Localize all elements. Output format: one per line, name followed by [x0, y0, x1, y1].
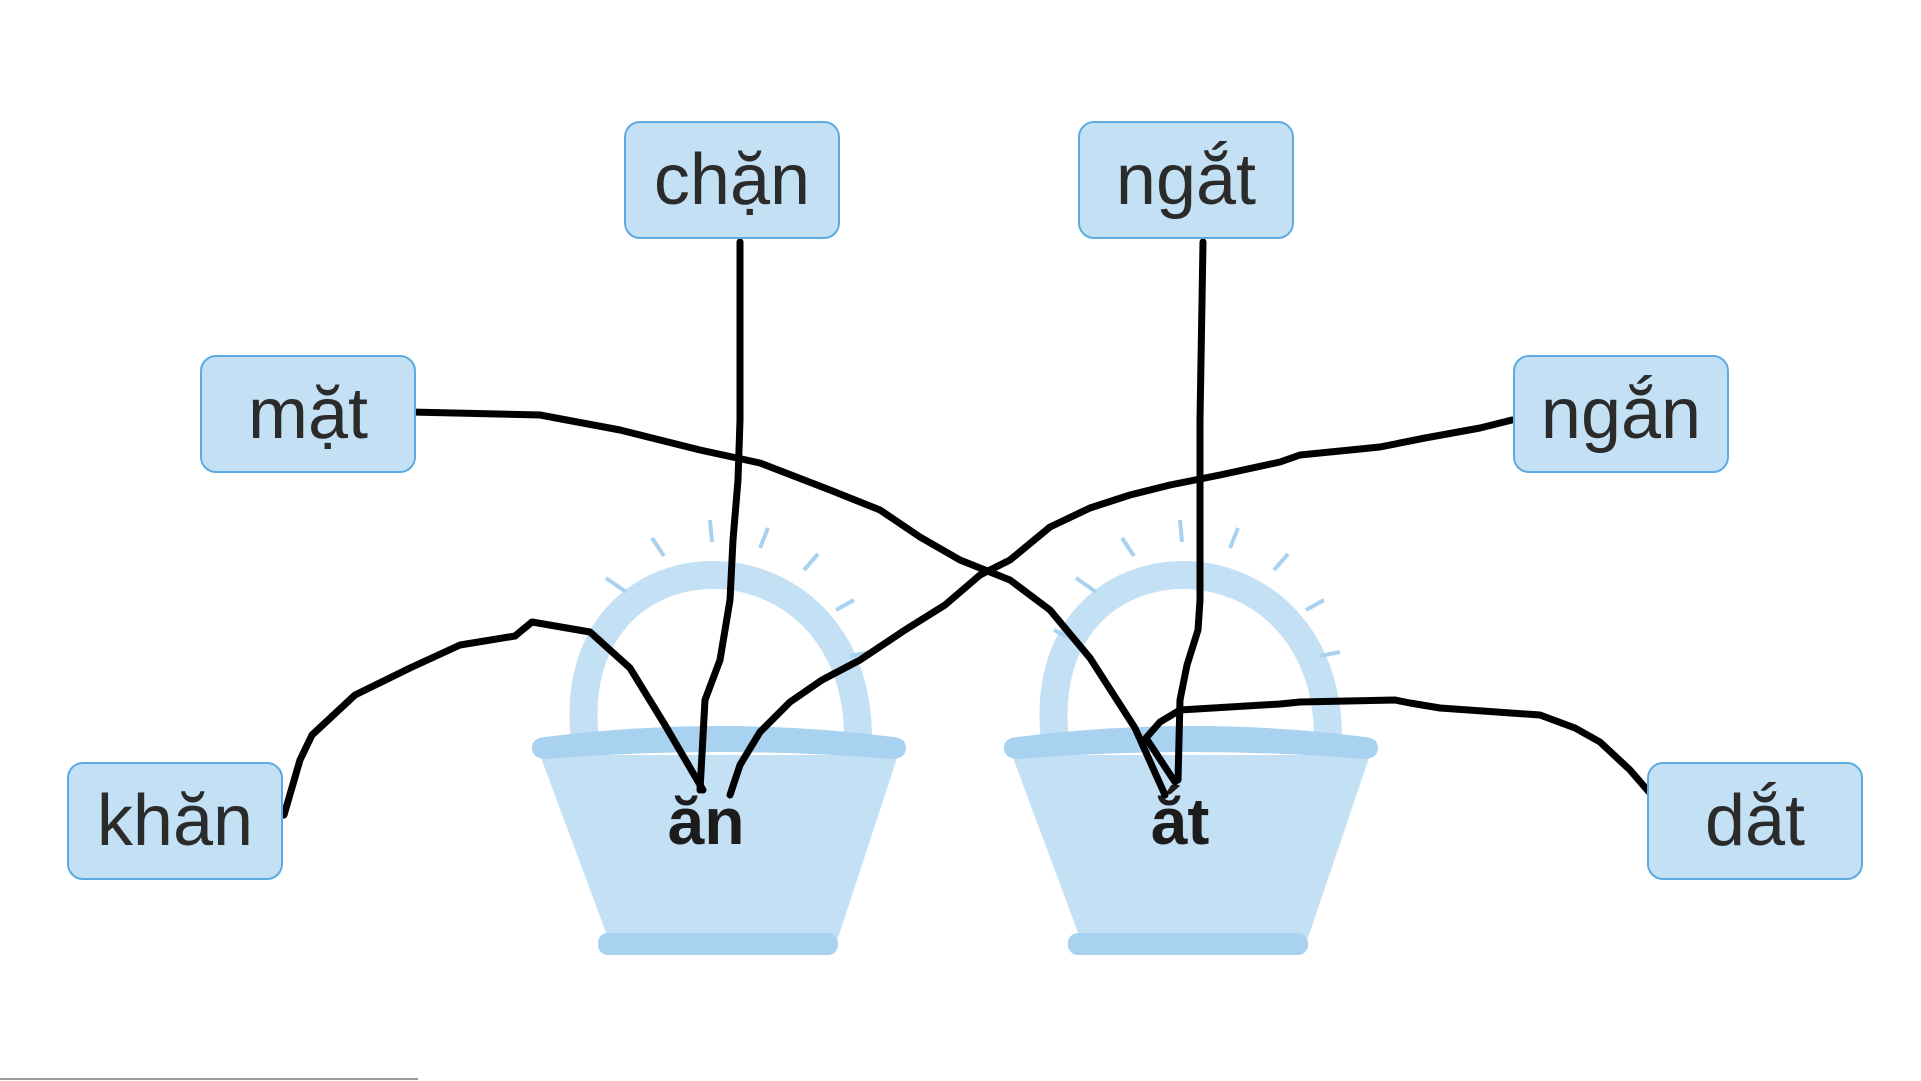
- word-card-khan-label: khăn: [97, 780, 253, 862]
- word-card-ngan-label: ngắn: [1541, 373, 1701, 455]
- word-card-ngat[interactable]: ngắt: [1078, 121, 1294, 239]
- word-card-chan-label: chặn: [654, 139, 810, 221]
- footer-divider: [0, 1078, 418, 1080]
- line-chan-to-an[interactable]: [700, 242, 740, 790]
- connection-lines: [284, 242, 1649, 815]
- basket-an[interactable]: ăn: [532, 520, 906, 955]
- word-card-ngat-label: ngắt: [1116, 139, 1256, 221]
- basket-at-label: ắt: [1151, 784, 1210, 858]
- word-card-dat-label: dắt: [1705, 780, 1805, 862]
- line-ngat-to-at[interactable]: [1178, 242, 1203, 780]
- word-card-chan[interactable]: chặn: [624, 121, 840, 239]
- basket-at[interactable]: ắt: [1004, 520, 1378, 955]
- word-card-dat[interactable]: dắt: [1647, 762, 1863, 880]
- basket-an-base: [598, 933, 838, 955]
- word-card-mat-label: mặt: [248, 373, 368, 455]
- word-card-mat[interactable]: mặt: [200, 355, 416, 473]
- word-card-ngan[interactable]: ngắn: [1513, 355, 1729, 473]
- word-card-khan[interactable]: khăn: [67, 762, 283, 880]
- basket-at-base: [1068, 933, 1308, 955]
